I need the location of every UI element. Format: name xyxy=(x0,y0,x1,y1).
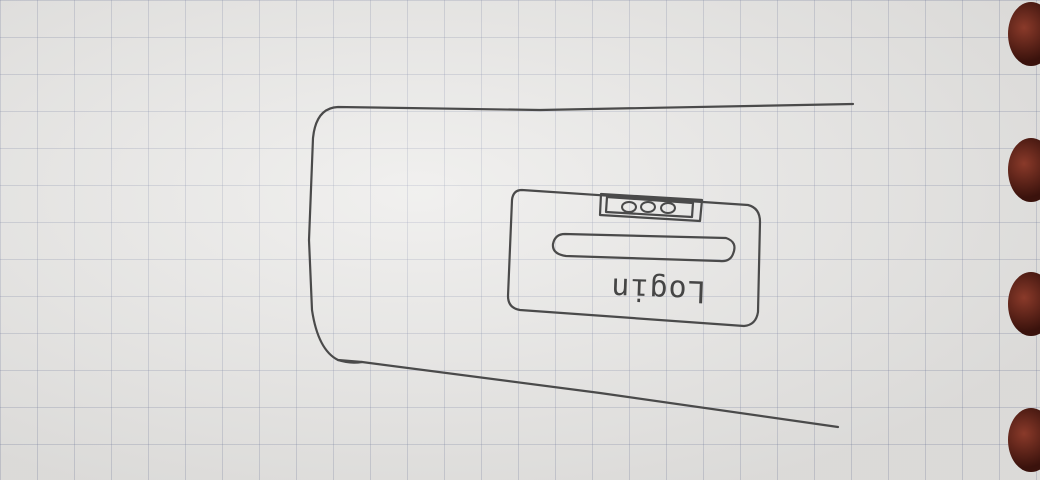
username-field xyxy=(551,232,736,263)
password-input[interactable] xyxy=(600,194,702,220)
dot-1 xyxy=(621,201,637,213)
spiral-hole-icon xyxy=(1008,408,1040,472)
login-title: Login xyxy=(609,270,707,309)
login-card xyxy=(506,188,762,328)
screen-outline xyxy=(307,102,855,429)
spiral-hole-icon xyxy=(1008,138,1040,202)
spiral-hole-icon xyxy=(1008,2,1040,66)
dots-icon xyxy=(621,201,676,214)
dot-2 xyxy=(640,201,656,213)
spiral-hole-icon xyxy=(1008,272,1040,336)
dot-3 xyxy=(660,202,676,214)
password-field-inner xyxy=(604,195,695,219)
username-input[interactable] xyxy=(553,233,735,261)
password-field xyxy=(598,192,704,223)
screen-outline-corner xyxy=(336,358,364,364)
notebook-spiral xyxy=(998,0,1040,480)
